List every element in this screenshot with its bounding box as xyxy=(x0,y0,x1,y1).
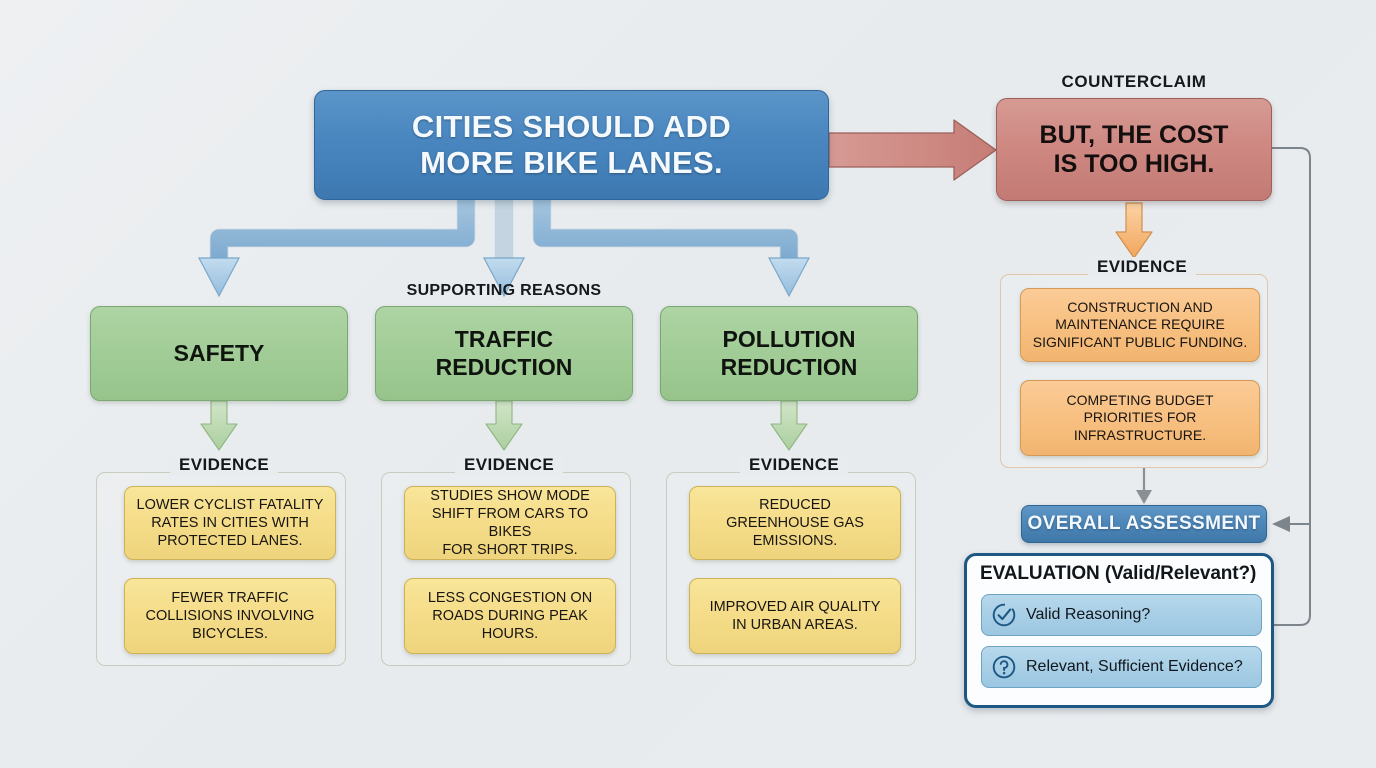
traffic-evidence-text-0: STUDIES SHOW MODE SHIFT FROM CARS TO BIK… xyxy=(430,487,590,559)
connector-claim-to-counterclaim xyxy=(828,119,997,181)
pollution-evidence-text-0: REDUCED GREENHOUSE GAS EMISSIONS. xyxy=(726,496,864,550)
evaluation-label-relevant-evidence: Relevant, Sufficient Evidence? xyxy=(1026,658,1243,675)
connector-safety-to-evidence xyxy=(200,400,238,451)
connector-counterclaim-to-evidence xyxy=(1115,202,1153,259)
counterclaim-text: BUT, THE COST IS TOO HIGH. xyxy=(1039,120,1229,178)
evaluation-panel: EVALUATION (Valid/Relevant?) Valid Reaso… xyxy=(964,553,1274,708)
connector-traffic-to-evidence xyxy=(485,400,523,451)
evaluation-item-valid-reasoning[interactable]: Valid Reasoning? xyxy=(981,594,1262,636)
pollution-evidence-card-0[interactable]: REDUCED GREENHOUSE GAS EMISSIONS. xyxy=(689,486,901,560)
main-claim-box[interactable]: CITIES SHOULD ADD MORE BIKE LANES. xyxy=(314,90,829,200)
question-circle-icon xyxy=(992,655,1016,679)
overall-assessment-title: OVERALL ASSESSMENT xyxy=(1027,513,1261,534)
evaluation-title: EVALUATION (Valid/Relevant?) xyxy=(980,563,1257,584)
check-circle-icon xyxy=(992,603,1016,627)
counterclaim-box[interactable]: BUT, THE COST IS TOO HIGH. xyxy=(996,98,1272,201)
reason-box-pollution-reduction[interactable]: POLLUTION REDUCTION xyxy=(660,306,918,401)
reason-title-safety: SAFETY xyxy=(173,339,265,366)
overall-assessment-box[interactable]: OVERALL ASSESSMENT xyxy=(1021,505,1267,543)
reason-title-pollution-reduction: POLLUTION REDUCTION xyxy=(720,326,858,380)
connector-counterclaim-side-route xyxy=(1272,147,1311,626)
safety-evidence-text-0: LOWER CYCLIST FATALITY RATES IN CITIES W… xyxy=(136,496,324,550)
counterclaim-evidence-text-1: COMPETING BUDGET PRIORITIES FOR INFRASTR… xyxy=(1066,391,1214,443)
evaluation-item-relevant-evidence[interactable]: Relevant, Sufficient Evidence? xyxy=(981,646,1262,688)
pollution-evidence-card-1[interactable]: IMPROVED AIR QUALITY IN URBAN AREAS. xyxy=(689,578,901,654)
pollution-evidence-text-1: IMPROVED AIR QUALITY IN URBAN AREAS. xyxy=(709,598,881,633)
main-claim-text: CITIES SHOULD ADD MORE BIKE LANES. xyxy=(411,109,732,180)
counterclaim-evidence-card-1[interactable]: COMPETING BUDGET PRIORITIES FOR INFRASTR… xyxy=(1020,380,1260,456)
supporting-reasons-label: SUPPORTING REASONS xyxy=(406,282,602,299)
traffic-evidence-legend: EVIDENCE xyxy=(455,455,564,475)
safety-evidence-text-1: FEWER TRAFFIC COLLISIONS INVOLVING BICYC… xyxy=(145,589,315,643)
connector-pollution-to-evidence xyxy=(770,400,808,451)
evaluation-label-valid-reasoning: Valid Reasoning? xyxy=(1026,606,1151,623)
counterclaim-evidence-legend: EVIDENCE xyxy=(1088,257,1197,277)
connector-counterevidence-to-assessment xyxy=(1136,468,1152,504)
reason-box-traffic-reduction[interactable]: TRAFFIC REDUCTION xyxy=(375,306,633,401)
traffic-evidence-text-1: LESS CONGESTION ON ROADS DURING PEAK HOU… xyxy=(427,589,593,643)
reason-title-traffic-reduction: TRAFFIC REDUCTION xyxy=(435,326,573,380)
counterclaim-evidence-card-0[interactable]: CONSTRUCTION AND MAINTENANCE REQUIRE SIG… xyxy=(1020,288,1260,362)
reason-box-safety[interactable]: SAFETY xyxy=(90,306,348,401)
pollution-evidence-legend: EVIDENCE xyxy=(740,455,849,475)
safety-evidence-card-0[interactable]: LOWER CYCLIST FATALITY RATES IN CITIES W… xyxy=(124,486,336,560)
safety-evidence-legend: EVIDENCE xyxy=(170,455,279,475)
safety-evidence-card-1[interactable]: FEWER TRAFFIC COLLISIONS INVOLVING BICYC… xyxy=(124,578,336,654)
counterclaim-evidence-text-0: CONSTRUCTION AND MAINTENANCE REQUIRE SIG… xyxy=(1032,298,1248,350)
traffic-evidence-card-0[interactable]: STUDIES SHOW MODE SHIFT FROM CARS TO BIK… xyxy=(404,486,616,560)
counterclaim-label: COUNTERCLAIM xyxy=(1061,72,1207,91)
traffic-evidence-card-1[interactable]: LESS CONGESTION ON ROADS DURING PEAK HOU… xyxy=(404,578,616,654)
